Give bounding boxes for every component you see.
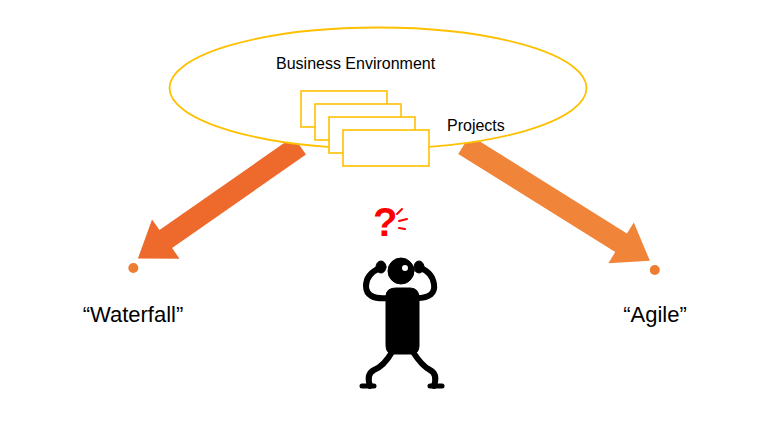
- figure-leg: [369, 352, 392, 386]
- option-dot: [81, 262, 186, 276]
- node-label: Business Environment: [276, 55, 435, 73]
- option-node: “Waterfall”: [81, 262, 186, 328]
- option-label: “Waterfall”: [83, 302, 184, 328]
- project-rect: [343, 130, 429, 166]
- surprise-tick: [399, 228, 405, 229]
- environment-ellipse: Business EnvironmentProjects: [168, 26, 588, 150]
- option-label: “Agile”: [623, 302, 687, 328]
- option-dot: [128, 263, 138, 273]
- figure-foot: [362, 384, 374, 389]
- block-arrow: [138, 137, 306, 259]
- block-arrow: [458, 135, 650, 263]
- figure-arm: [366, 268, 388, 298]
- node-label: Projects: [447, 117, 505, 135]
- figure-head: [388, 258, 414, 284]
- figure-eye: [402, 265, 408, 271]
- option-node: “Agile”: [621, 264, 689, 328]
- surprise-tick: [399, 219, 407, 221]
- project-stack: Projects: [300, 90, 511, 172]
- option-dot: [621, 264, 689, 278]
- surprise-tick: [397, 209, 402, 214]
- option-dot: [650, 265, 660, 275]
- figure-foot: [430, 384, 442, 389]
- figure-leg: [413, 352, 435, 386]
- figure-hand: [376, 261, 386, 273]
- question-mark: ?: [373, 200, 397, 245]
- figure-hand: [414, 261, 424, 273]
